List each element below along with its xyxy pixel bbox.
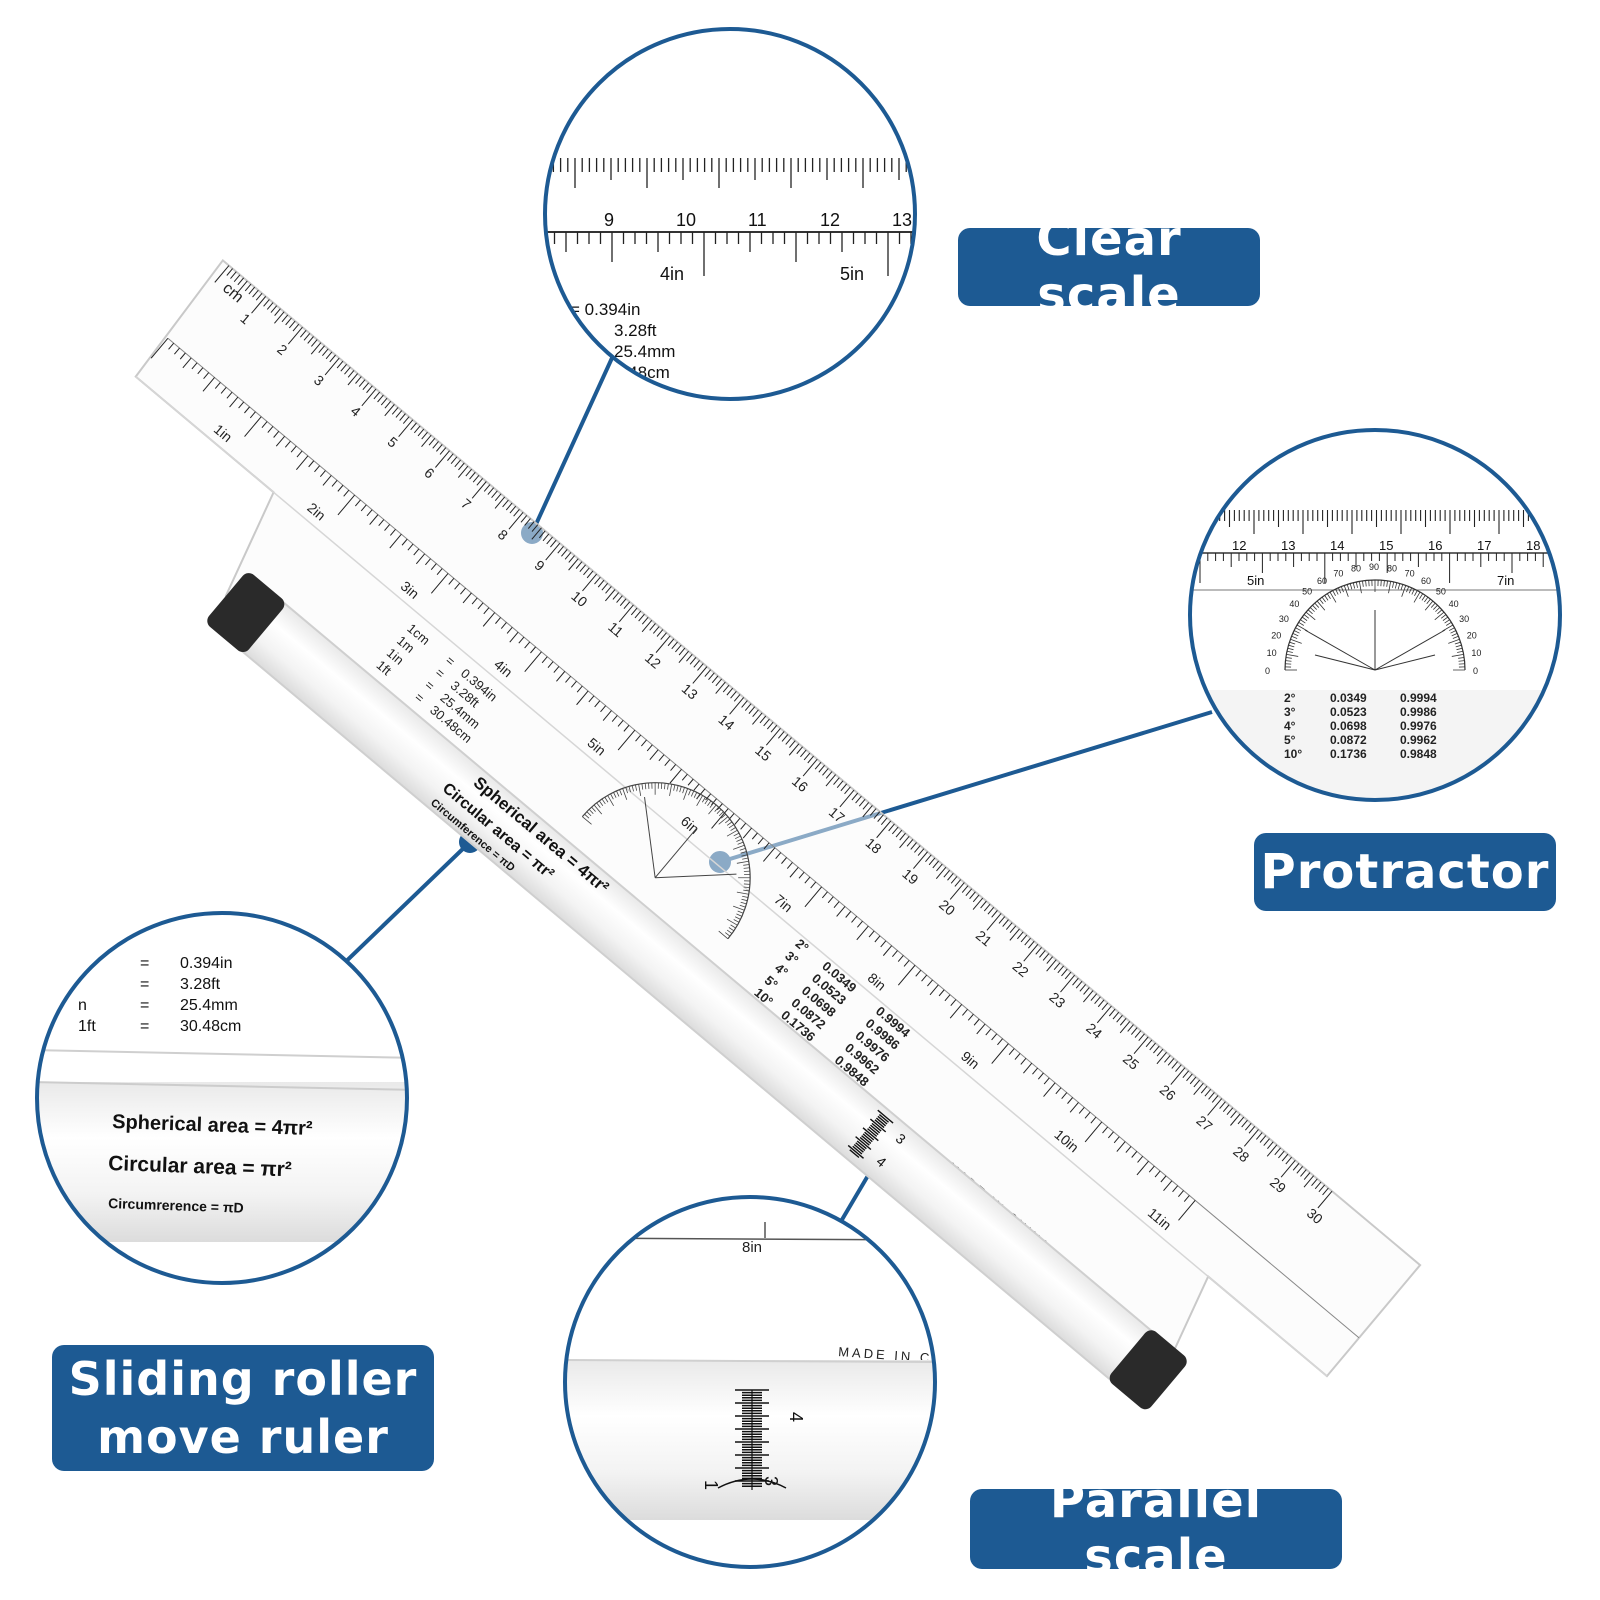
zoom-sliding-equals: =: [140, 1018, 149, 1035]
zoom-sliding-equals: =: [140, 955, 149, 972]
connector-clear-scale: [530, 357, 614, 534]
clear-scale-text: Clear scale: [1036, 211, 1182, 323]
zoom-protractor-degree: 80: [1351, 564, 1361, 574]
zoom-clear-cm-number: 11: [748, 210, 767, 230]
zoom-protractor-degree: 0: [1265, 666, 1270, 676]
zoom-trig-angle: 3°: [1284, 705, 1296, 719]
zoom-protractor-cm-number: 12: [1232, 538, 1246, 553]
zoom-trig-sin: 0.0349: [1330, 691, 1367, 705]
zoom-protractor-inch-label: 7in: [1497, 573, 1514, 588]
zoom-trig-cos: 0.9848: [1400, 747, 1437, 761]
zoom-protractor-degree: 20: [1271, 630, 1281, 640]
zoom-protractor-degree: 30: [1279, 614, 1289, 624]
zoom-protractor-degree: 40: [1289, 599, 1299, 609]
rolling-ruler: 1234567891011121314151617181920212223242…: [134, 258, 1422, 1410]
zoom-protractor-cm-number: 14: [1330, 538, 1344, 553]
zoom-clear-cm-number: 13: [892, 210, 912, 230]
sliding-roller-label: Sliding roller move ruler: [52, 1345, 434, 1471]
zoom-trig-cos: 0.9986: [1400, 705, 1437, 719]
zoom-parallel-number: 3: [761, 1476, 781, 1486]
zoom-parallel-scale: 8in MADE IN CH 431: [563, 1195, 937, 1569]
zoom-sliding-conversions: = 0.394in = 3.28ft n = 25.4mm 1ft = 30.48cm: [78, 955, 241, 1035]
zoom-clear-value: 3.28ft: [614, 321, 657, 340]
sliding-roller-text-line1: Sliding roller: [68, 1352, 418, 1406]
zoom-protractor-trig: 2° 0.0349 0.9994 3° 0.0523 0.9986 4° 0.0698 0.99…: [1284, 691, 1437, 761]
zoom-clear-cm-number: 10: [676, 210, 696, 230]
zoom-clear-inch-ticks: 4in 5in: [553, 232, 912, 284]
zoom-protractor-cm-number: 18: [1526, 538, 1540, 553]
zoom-protractor-degree: 90: [1369, 562, 1379, 572]
zoom-trig-sin: 0.0523: [1330, 705, 1367, 719]
zoom-parallel-inch-label: 8in: [742, 1239, 762, 1256]
zoom-clear-cm-number: 9: [604, 210, 614, 230]
zoom-sliding-unit: n: [78, 997, 87, 1014]
zoom-protractor-degree: 0: [1473, 666, 1478, 676]
zoom-trig-angle: 4°: [1284, 719, 1296, 733]
parallel-scale-text: Parallel scale: [1049, 1473, 1263, 1585]
zoom-clear-value: = 0.394in: [570, 300, 640, 319]
zoom-protractor-degree: 60: [1421, 576, 1431, 586]
zoom-trig-angle: 10°: [1284, 747, 1302, 761]
zoom-sliding-value: 0.394in: [180, 955, 233, 972]
cm-tick-marks: [214, 265, 1333, 1209]
zoom-protractor-degree: 50: [1436, 586, 1446, 596]
inch-tick-marks: [150, 337, 1196, 1221]
sliding-roller-text-line2: move ruler: [97, 1410, 389, 1464]
zoom-protractor-degree: 10: [1267, 648, 1277, 658]
zoom-protractor-inch-ticks: 5in 7in: [1199, 553, 1560, 588]
zoom-clear-inch-label: 4in: [660, 264, 684, 284]
zoom-parallel-number: 1: [701, 1480, 721, 1490]
zoom-clear-inch-label: 5in: [840, 264, 864, 284]
zoom-trig-cos: 0.9962: [1400, 733, 1437, 747]
zoom-protractor-degree: 80: [1387, 564, 1397, 574]
zoom-sliding-value: 30.48cm: [180, 1018, 241, 1035]
zoom-parallel-number: 4: [786, 1412, 806, 1422]
zoom-protractor-cm-number: 16: [1428, 538, 1442, 553]
zoom-protractor-degree: 70: [1405, 568, 1415, 578]
zoom-protractor-cm-number: 17: [1477, 538, 1491, 553]
zoom-protractor-degree: 70: [1333, 568, 1343, 578]
zoom-sliding-equals: =: [140, 997, 149, 1014]
zoom-protractor-degree: 20: [1467, 630, 1477, 640]
zoom-protractor-degree: 40: [1449, 599, 1459, 609]
zoom-clear-value: 25.4mm: [614, 342, 675, 361]
zoom-protractor-degree: 60: [1317, 576, 1327, 586]
parallel-scale-label: Parallel scale: [970, 1473, 1342, 1585]
zoom-sliding-value: 3.28ft: [180, 976, 221, 993]
zoom-trig-angle: 2°: [1284, 691, 1296, 705]
zoom-sliding-equals: =: [140, 976, 149, 993]
zoom-sliding-value: 25.4mm: [180, 997, 238, 1014]
roller-cap-right: [1109, 1330, 1187, 1410]
zoom-trig-sin: 0.0872: [1330, 733, 1367, 747]
zoom-trig-angle: 5°: [1284, 733, 1296, 747]
zoom-protractor-inch-label: 5in: [1247, 573, 1264, 588]
protractor-label: Protractor: [1254, 833, 1556, 911]
zoom-trig-cos: 0.9994: [1400, 691, 1437, 705]
zoom-formula-circumference: Circumrerence = πD: [108, 1195, 244, 1216]
zoom-protractor-degree: 30: [1459, 614, 1469, 624]
roller: Spherical area = 4πr² Circular area = πr…: [207, 573, 1187, 1410]
zoom-protractor-cm-number: 15: [1379, 538, 1393, 553]
zoom-trig-sin: 0.0698: [1330, 719, 1367, 733]
roller-cap-left: [207, 573, 285, 653]
zoom-parallel-scale-ticks: 4 3 1: [701, 1389, 806, 1490]
zoom-sliding-unit: 1ft: [78, 1018, 96, 1035]
clear-scale-label: Clear scale: [958, 211, 1260, 323]
zoom-protractor-degree: 50: [1302, 586, 1312, 596]
zoom-protractor-degree: 10: [1471, 648, 1481, 658]
zoom-trig-sin: 0.1736: [1330, 747, 1367, 761]
zoom-trig-cos: 0.9976: [1400, 719, 1437, 733]
ruler-protractor: [581, 782, 751, 940]
zoom-protractor-cm-number: 13: [1281, 538, 1295, 553]
zoom-clear-cm-ticks: 9 10 11 12 13: [545, 158, 915, 230]
zoom-clear-cm-number: 12: [820, 210, 840, 230]
protractor-text: Protractor: [1260, 844, 1550, 900]
connector-sliding: [333, 840, 472, 974]
